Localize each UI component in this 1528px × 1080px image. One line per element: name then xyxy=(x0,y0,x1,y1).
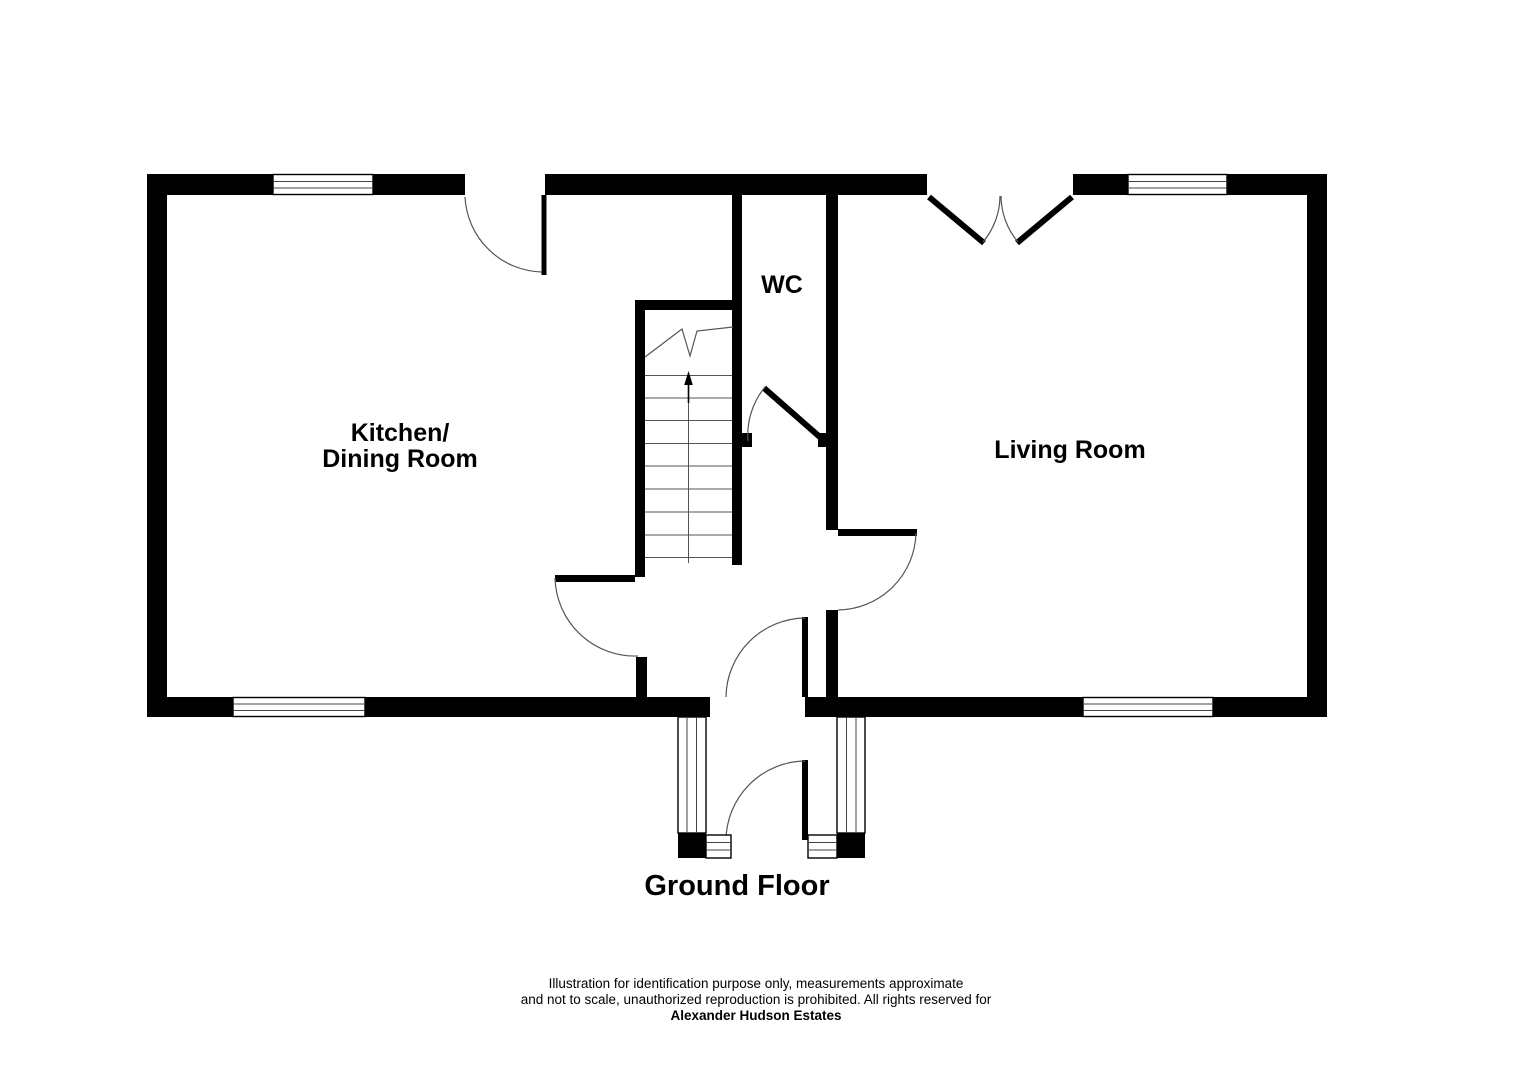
wall-openings xyxy=(465,173,1073,196)
left-wall xyxy=(147,174,167,717)
up-arrow-icon xyxy=(684,371,693,403)
wc-door xyxy=(747,385,823,442)
kitchen-hall-door xyxy=(554,575,639,657)
floor-title: Ground Floor xyxy=(644,870,829,902)
disclaimer-line1: Illustration for identification purpose … xyxy=(549,976,964,991)
entrance-porch xyxy=(677,716,866,859)
living-room-door xyxy=(837,529,917,611)
porch-side-window-right xyxy=(836,716,866,834)
interior-walls xyxy=(635,195,838,697)
living-top-window xyxy=(1127,173,1228,196)
labels: Kitchen/ Dining Room WC Living Room Grou… xyxy=(322,271,1145,902)
footer-disclaimer: Illustration for identification purpose … xyxy=(521,976,992,1023)
windows xyxy=(232,173,1228,718)
stair-left-wall xyxy=(635,300,645,577)
disclaimer-line2: and not to scale, unauthorized reproduct… xyxy=(521,992,992,1007)
porch-post-right xyxy=(837,833,865,858)
wc-door-right-jamb xyxy=(818,433,826,447)
wc-right-wall xyxy=(826,195,838,530)
living-bottom-window xyxy=(1082,696,1214,718)
stair-top-wall xyxy=(635,300,742,310)
kitchen-label-line1: Kitchen/ xyxy=(351,419,450,447)
french-door-opening xyxy=(927,173,1073,196)
back-door-opening xyxy=(465,173,545,196)
living-room-label: Living Room xyxy=(994,436,1145,464)
doors xyxy=(464,194,1074,841)
porch-post-left xyxy=(678,833,706,858)
right-wall xyxy=(1307,174,1327,717)
porch-sidelight-left xyxy=(705,834,732,859)
bottom-wall-right xyxy=(805,697,1327,717)
porch-sidelight-right xyxy=(807,834,838,859)
disclaimer-company: Alexander Hudson Estates xyxy=(670,1008,841,1023)
kitchen-top-window xyxy=(272,173,374,196)
wc-label: WC xyxy=(761,271,803,299)
wc-door-left-jamb xyxy=(742,433,752,447)
living-lower-left-wall xyxy=(826,610,838,697)
stair-break-line xyxy=(644,326,734,359)
front-door xyxy=(725,760,808,841)
hall-porch-door xyxy=(725,617,808,698)
porch-side-window-left xyxy=(677,716,707,834)
wc-left-wall xyxy=(732,195,742,565)
staircase xyxy=(644,326,734,563)
kitchen-label-line2: Dining Room xyxy=(322,445,478,473)
back-door xyxy=(464,195,547,275)
bottom-wall-left xyxy=(147,697,710,717)
french-doors xyxy=(927,194,1074,246)
kitchen-lower-right-wall xyxy=(636,657,647,697)
kitchen-bottom-window xyxy=(232,696,366,718)
